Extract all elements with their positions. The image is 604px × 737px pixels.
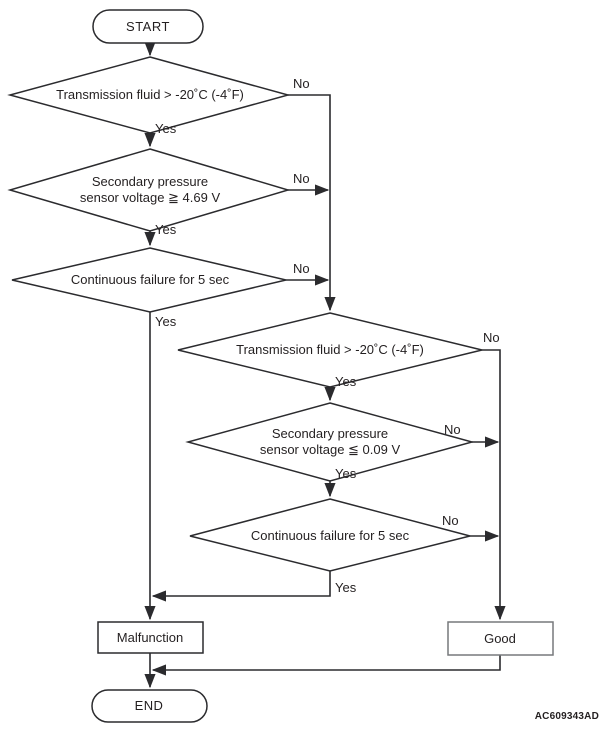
edge-d1-no-rail bbox=[288, 94, 336, 312]
start-label: START bbox=[126, 19, 170, 34]
decision-6-shape bbox=[189, 498, 471, 572]
malfunction-label: Malfunction bbox=[116, 630, 184, 645]
branch-label-d2-no: No bbox=[293, 171, 310, 186]
malfunction-box-shape bbox=[97, 621, 204, 654]
decision-2-shape bbox=[7, 148, 291, 232]
decision-1-shape bbox=[7, 56, 291, 134]
decision-5-shape bbox=[185, 402, 475, 482]
branch-label-d6-no: No bbox=[442, 513, 459, 528]
good-label: Good bbox=[484, 631, 516, 646]
edge-good-join bbox=[151, 655, 501, 676]
good-box-shape bbox=[447, 621, 554, 656]
decision-6-label: Continuous failure for 5 sec bbox=[250, 528, 410, 543]
branch-label-d5-no: No bbox=[444, 422, 461, 437]
branch-label-d4-yes: Yes bbox=[335, 374, 357, 389]
branch-label-d6-yes: Yes bbox=[335, 580, 357, 595]
branch-label-d2-yes: Yes bbox=[155, 222, 177, 237]
decision-2-label-line2: sensor voltage ≧ 4.69 V bbox=[79, 190, 221, 205]
decision-3-label: Continuous failure for 5 sec bbox=[70, 272, 230, 287]
figure-code-watermark: AC609343AD bbox=[534, 711, 599, 722]
decision-2-label: Secondary pressure sensor voltage ≧ 4.69… bbox=[80, 174, 220, 206]
end-terminator-shape bbox=[91, 689, 208, 723]
edge-d6-yes-join bbox=[151, 571, 331, 602]
edge-d4-no-rail bbox=[482, 349, 506, 621]
branch-label-d3-yes: Yes bbox=[155, 314, 177, 329]
decision-5-label-line2: sensor voltage ≦ 0.09 V bbox=[259, 442, 401, 457]
branch-label-d5-yes: Yes bbox=[335, 466, 357, 481]
decision-1-label: Transmission fluid > -20˚C (-4˚F) bbox=[56, 87, 244, 102]
branch-label-d4-no: No bbox=[483, 330, 500, 345]
branch-label-d1-no: No bbox=[293, 76, 310, 91]
start-terminator-shape bbox=[92, 9, 204, 44]
branch-label-d1-yes: Yes bbox=[155, 121, 177, 136]
decision-4-shape bbox=[177, 312, 483, 388]
branch-label-d3-no: No bbox=[293, 261, 310, 276]
decision-5-label: Secondary pressure sensor voltage ≦ 0.09… bbox=[260, 426, 400, 458]
decision-2-label-line1: Secondary pressure bbox=[91, 174, 209, 189]
decision-3-shape bbox=[11, 247, 287, 313]
end-label: END bbox=[134, 698, 164, 713]
decision-5-label-line1: Secondary pressure bbox=[271, 426, 389, 441]
decision-4-label: Transmission fluid > -20˚C (-4˚F) bbox=[236, 342, 424, 357]
